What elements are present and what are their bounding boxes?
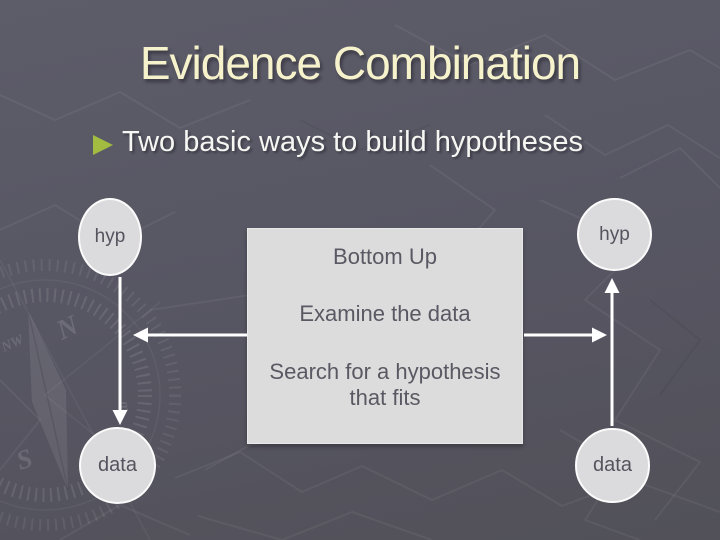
box-step2: Search for a hypothesis that fits bbox=[269, 359, 501, 410]
node-data-left-label: data bbox=[98, 454, 137, 476]
center-box: Bottom Up Examine the data Search for a … bbox=[247, 228, 523, 444]
node-hyp-right-label: hyp bbox=[599, 223, 630, 245]
svg-text:S: S bbox=[13, 443, 37, 476]
contour-lines-dark bbox=[299, 119, 702, 396]
svg-text:NW: NW bbox=[0, 332, 28, 356]
compass-rose-icon: N NW S m bbox=[0, 259, 181, 540]
box-title: Bottom Up bbox=[333, 244, 437, 269]
node-hyp-left-label: hyp bbox=[94, 226, 126, 247]
svg-text:m: m bbox=[116, 400, 133, 413]
box-step1: Examine the data bbox=[299, 301, 471, 326]
node-hyp-right: hyp bbox=[577, 198, 652, 271]
slide-title: Evidence Combination bbox=[139, 37, 581, 89]
node-data-right-label: data bbox=[593, 454, 632, 476]
bullet-arrow-icon bbox=[93, 135, 113, 155]
node-hyp-left: hyp bbox=[78, 198, 142, 276]
bullet-item: Two basic ways to build hypotheses bbox=[93, 126, 583, 159]
node-data-left: data bbox=[79, 427, 156, 504]
bullet-text: Two basic ways to build hypotheses bbox=[122, 126, 584, 158]
svg-text:N: N bbox=[51, 309, 85, 347]
node-data-right: data bbox=[575, 428, 650, 503]
